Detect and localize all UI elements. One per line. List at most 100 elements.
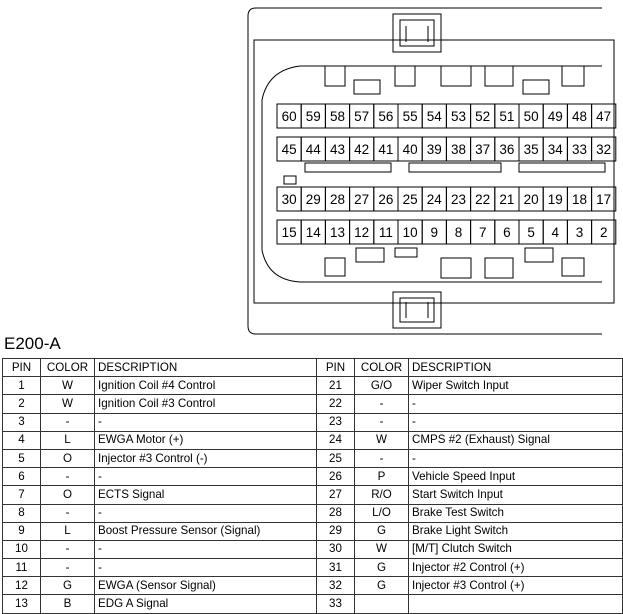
pin-number: 23 [451, 192, 466, 207]
pin-cell: 29 [300, 186, 326, 212]
description-cell: Injector #3 Control (-) [94, 448, 317, 469]
pin-cell: 9 [421, 219, 447, 245]
description-cell: - [94, 467, 317, 487]
bottom-keys [324, 247, 585, 279]
color-cell: - [354, 412, 409, 432]
description-cell: EWGA (Sensor Signal) [94, 576, 317, 596]
color-cell: - [354, 394, 409, 414]
pin-cell: 11 [2, 558, 41, 578]
pin-cell: 4 [542, 219, 568, 245]
color-cell: - [40, 558, 95, 578]
pin-cell: 26 [373, 186, 399, 212]
color-cell: W [354, 430, 409, 450]
pin-cell: 31 [316, 558, 355, 578]
pin-cell: 8 [445, 219, 472, 245]
pin-cell: 5 [518, 219, 544, 245]
pin-number: 37 [475, 142, 490, 157]
pin-cell: 39 [421, 136, 447, 162]
pin-cell: 27 [349, 186, 375, 212]
pin-number: 52 [475, 109, 490, 124]
color-cell: - [40, 467, 95, 487]
description-cell: Vehicle Speed Input [408, 467, 623, 487]
pin-cell: 32 [591, 136, 617, 162]
pin-cell: 12 [349, 219, 375, 245]
pin-cell: 7 [2, 485, 41, 505]
pin-box [591, 136, 617, 162]
pin-cell: 23 [316, 412, 355, 432]
header-color: COLOR [354, 357, 409, 378]
header-color: COLOR [40, 357, 95, 378]
pin-cell: 8 [2, 503, 41, 523]
pin-cell: 28 [316, 503, 355, 523]
pin-cell: 36 [494, 136, 520, 162]
pin-cell: 18 [566, 186, 593, 212]
pin-cell: 5 [2, 448, 41, 469]
pin-number: 13 [330, 225, 345, 240]
pin-cell: 1 [2, 376, 41, 396]
description-cell: EWGA Motor (+) [94, 430, 317, 450]
color-cell: G/O [354, 376, 409, 396]
pin-cell: 15 [276, 219, 302, 245]
description-cell: [M/T] Clutch Switch [408, 539, 623, 560]
description-cell: - [94, 558, 317, 578]
pin-cell: 43 [324, 136, 351, 162]
pin-cell: 49 [542, 103, 568, 129]
color-cell: - [40, 539, 95, 560]
color-cell: G [354, 521, 409, 541]
pin-cell: 17 [591, 186, 617, 212]
pin-number: 14 [306, 225, 322, 240]
pin-number: 2 [600, 225, 608, 240]
connector-housing [247, 7, 602, 335]
pin-number: 5 [527, 225, 535, 240]
pin-cell: 3 [566, 219, 593, 245]
color-cell: R/O [354, 485, 409, 505]
pin-number: 29 [306, 192, 321, 207]
color-cell: - [40, 412, 95, 432]
pin-number: 60 [282, 109, 297, 124]
pin-number: 27 [354, 192, 369, 207]
pin-cell: 48 [566, 103, 593, 129]
header-description: DESCRIPTION [94, 357, 317, 378]
pin-cell: 22 [316, 394, 355, 414]
pin-number: 47 [596, 109, 611, 124]
pin-cell: 51 [494, 103, 520, 129]
pin-number: 41 [378, 142, 393, 157]
pin-cell: 52 [470, 103, 496, 129]
pin-cell: 33 [316, 594, 355, 614]
pin-number: 48 [572, 109, 587, 124]
description-cell: - [94, 503, 317, 523]
description-cell: Ignition Coil #4 Control [94, 376, 317, 396]
pin-number: 44 [306, 142, 322, 157]
pin-cell: 40 [397, 136, 423, 162]
pin-cell: 47 [591, 103, 617, 129]
pin-number: 21 [499, 192, 514, 207]
pin-number: 58 [330, 109, 345, 124]
pin-cell: 19 [542, 186, 568, 212]
pin-cell: 24 [421, 186, 447, 212]
pin-number: 56 [378, 109, 393, 124]
pin-cell: 26 [316, 467, 355, 487]
pin-table: PIN COLOR DESCRIPTION PIN COLOR DESCRIPT… [2, 357, 623, 614]
pin-cell: 57 [349, 103, 375, 129]
pin-cell: 20 [518, 186, 544, 212]
pin-cell: 53 [445, 103, 472, 129]
pin-number: 26 [378, 192, 393, 207]
color-cell: W [40, 394, 95, 414]
pin-cell: 6 [494, 219, 520, 245]
pin-cell: 9 [2, 521, 41, 541]
color-cell: L [40, 521, 95, 541]
pin-box [591, 186, 617, 212]
pin-number: 49 [548, 109, 563, 124]
pin-cell: 12 [2, 576, 41, 596]
pin-number: 35 [524, 142, 539, 157]
description-cell: CMPS #2 (Exhaust) Signal [408, 430, 623, 450]
pin-cell: 34 [542, 136, 568, 162]
description-cell: Injector #3 Control (+) [408, 576, 623, 596]
